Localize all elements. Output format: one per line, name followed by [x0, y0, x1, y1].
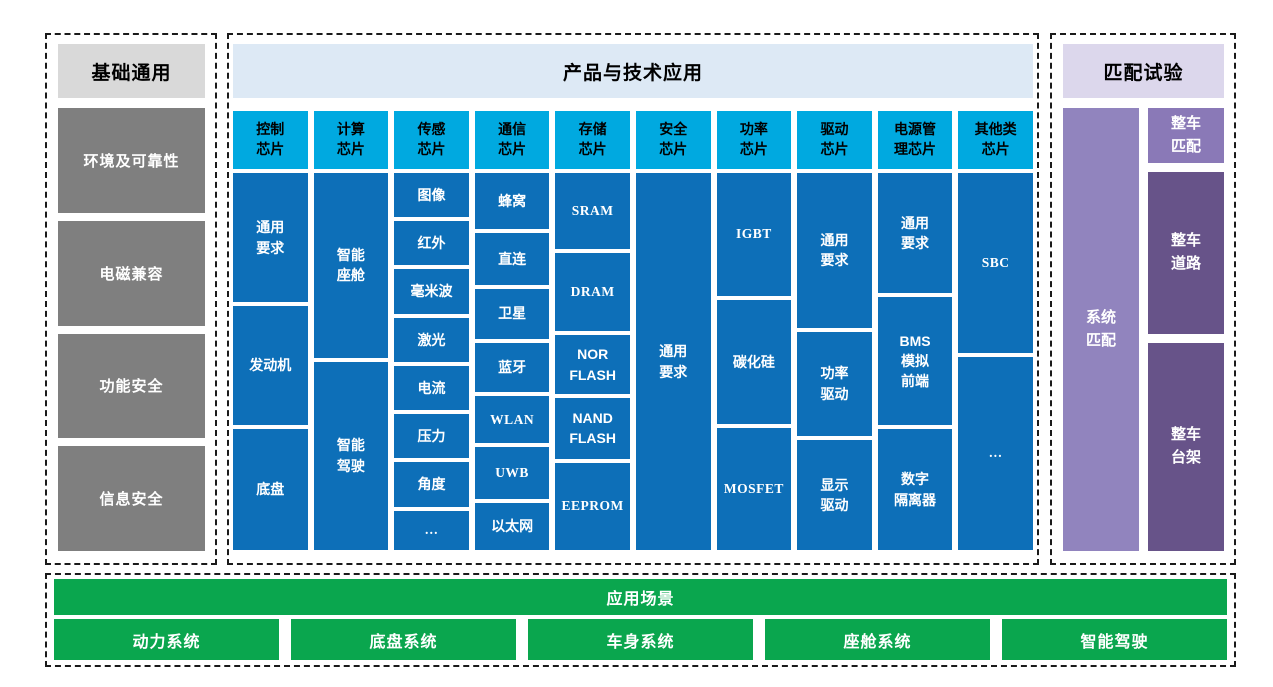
scenario-row: 动力系统底盘系统车身系统座舱系统智能驾驶 — [54, 619, 1227, 660]
chip-box: 智能 驾驶 — [313, 361, 389, 550]
scenarios-section-title: 应用场景 — [54, 579, 1227, 615]
chip-box: 角度 — [394, 462, 469, 507]
chip-column-2: 传感 芯片图像红外毫米波激光电流压力角度… — [394, 111, 469, 550]
chip-box: UWB — [474, 447, 550, 500]
chip-box: EEPROM — [555, 462, 630, 550]
chip-box: MOSFET — [716, 428, 792, 550]
chip-box: 通用 要求 — [635, 173, 711, 550]
chip-column-header-8: 电源管 理芯片 — [877, 111, 953, 169]
scenario-item-0: 动力系统 — [54, 619, 279, 660]
chip-box: DRAM — [555, 253, 630, 332]
base-item-2: 功能安全 — [58, 333, 205, 439]
chip-box: 通用 要求 — [233, 173, 308, 303]
chip-column-header-1: 计算 芯片 — [313, 111, 389, 169]
vehicle-matching-box-0: 整车 匹配 — [1148, 108, 1224, 164]
vehicle-matching-box-2: 整车 台架 — [1148, 342, 1224, 551]
chip-column-5: 安全 芯片通用 要求 — [635, 111, 711, 550]
chip-box: 红外 — [394, 221, 469, 266]
chip-column-body-2: 图像红外毫米波激光电流压力角度… — [394, 173, 469, 550]
chip-box: NOR FLASH — [555, 335, 630, 394]
chip-column-header-9: 其他类 芯片 — [958, 111, 1033, 169]
chip-box: 直连 — [474, 232, 550, 285]
vehicle-matching-box-1: 整车 道路 — [1148, 172, 1224, 334]
chip-column-body-9: SBC… — [958, 173, 1033, 550]
chip-box: 通用 要求 — [797, 173, 872, 328]
chip-box: SBC — [958, 173, 1033, 353]
chip-box: 电流 — [394, 365, 469, 411]
chip-box: WLAN — [474, 396, 550, 444]
chip-box: BMS 模拟 前端 — [877, 297, 953, 425]
chip-column-header-2: 传感 芯片 — [394, 111, 469, 169]
chip-box: 卫星 — [474, 288, 550, 339]
matching-body: 系统 匹配 整车 匹配整车 道路整车 台架 — [1063, 108, 1224, 551]
chip-box: 激光 — [394, 317, 469, 362]
vehicle-matching-stack: 整车 匹配整车 道路整车 台架 — [1148, 108, 1224, 551]
base-items-stack: 环境及可靠性电磁兼容功能安全信息安全 — [58, 108, 205, 551]
chip-column-0: 控制 芯片通用 要求发动机底盘 — [233, 111, 308, 550]
chip-box: 发动机 — [233, 306, 308, 426]
chip-column-body-0: 通用 要求发动机底盘 — [233, 173, 308, 550]
chip-column-header-6: 功率 芯片 — [716, 111, 792, 169]
chip-column-header-4: 存储 芯片 — [555, 111, 630, 169]
chip-column-header-5: 安全 芯片 — [635, 111, 711, 169]
chip-box: SRAM — [555, 173, 630, 250]
chip-box: … — [394, 510, 469, 550]
products-section-title: 产品与技术应用 — [233, 44, 1033, 98]
base-item-0: 环境及可靠性 — [58, 108, 205, 213]
chip-box: 蜂窝 — [474, 173, 550, 229]
chip-box: 通用 要求 — [877, 173, 953, 293]
chip-box: 底盘 — [233, 429, 308, 550]
matching-section-title: 匹配试验 — [1063, 44, 1224, 98]
base-section-title: 基础通用 — [58, 44, 205, 98]
chip-box: 压力 — [394, 414, 469, 459]
base-item-3: 信息安全 — [58, 446, 205, 551]
section-base-general: 基础通用 环境及可靠性电磁兼容功能安全信息安全 — [45, 33, 217, 565]
chip-column-7: 驱动 芯片通用 要求功率 驱动显示 驱动 — [797, 111, 872, 550]
chip-box: 图像 — [394, 173, 469, 218]
scenario-item-4: 智能驾驶 — [1002, 619, 1227, 660]
scenario-item-1: 底盘系统 — [291, 619, 516, 660]
chip-box: 碳化硅 — [716, 300, 792, 424]
chip-box: 蓝牙 — [474, 342, 550, 393]
chip-box: 功率 驱动 — [797, 331, 872, 436]
chip-column-body-5: 通用 要求 — [635, 173, 711, 550]
chip-box: … — [958, 356, 1033, 550]
scenario-item-2: 车身系统 — [528, 619, 753, 660]
chip-column-header-3: 通信 芯片 — [474, 111, 550, 169]
section-matching-test: 匹配试验 系统 匹配 整车 匹配整车 道路整车 台架 — [1050, 33, 1236, 565]
chip-column-header-7: 驱动 芯片 — [797, 111, 872, 169]
chip-column-body-1: 智能 座舱智能 驾驶 — [313, 173, 389, 550]
section-application-scenarios: 应用场景 动力系统底盘系统车身系统座舱系统智能驾驶 — [45, 573, 1236, 667]
chip-column-header-0: 控制 芯片 — [233, 111, 308, 169]
chip-box: IGBT — [716, 173, 792, 296]
chip-box: 显示 驱动 — [797, 439, 872, 550]
chip-column-1: 计算 芯片智能 座舱智能 驾驶 — [313, 111, 389, 550]
chip-columns: 控制 芯片通用 要求发动机底盘计算 芯片智能 座舱智能 驾驶传感 芯片图像红外毫… — [233, 111, 1033, 551]
chip-box: 以太网 — [474, 503, 550, 551]
chip-box: NAND FLASH — [555, 397, 630, 459]
box-system-matching: 系统 匹配 — [1063, 108, 1139, 551]
section-products-technology: 产品与技术应用 控制 芯片通用 要求发动机底盘计算 芯片智能 座舱智能 驾驶传感… — [227, 33, 1039, 565]
base-item-1: 电磁兼容 — [58, 220, 205, 326]
scenario-item-3: 座舱系统 — [765, 619, 990, 660]
chip-box: 数字 隔离器 — [877, 429, 953, 550]
chip-box: 毫米波 — [394, 269, 469, 314]
chip-box: 智能 座舱 — [313, 173, 389, 358]
chip-column-body-7: 通用 要求功率 驱动显示 驱动 — [797, 173, 872, 550]
